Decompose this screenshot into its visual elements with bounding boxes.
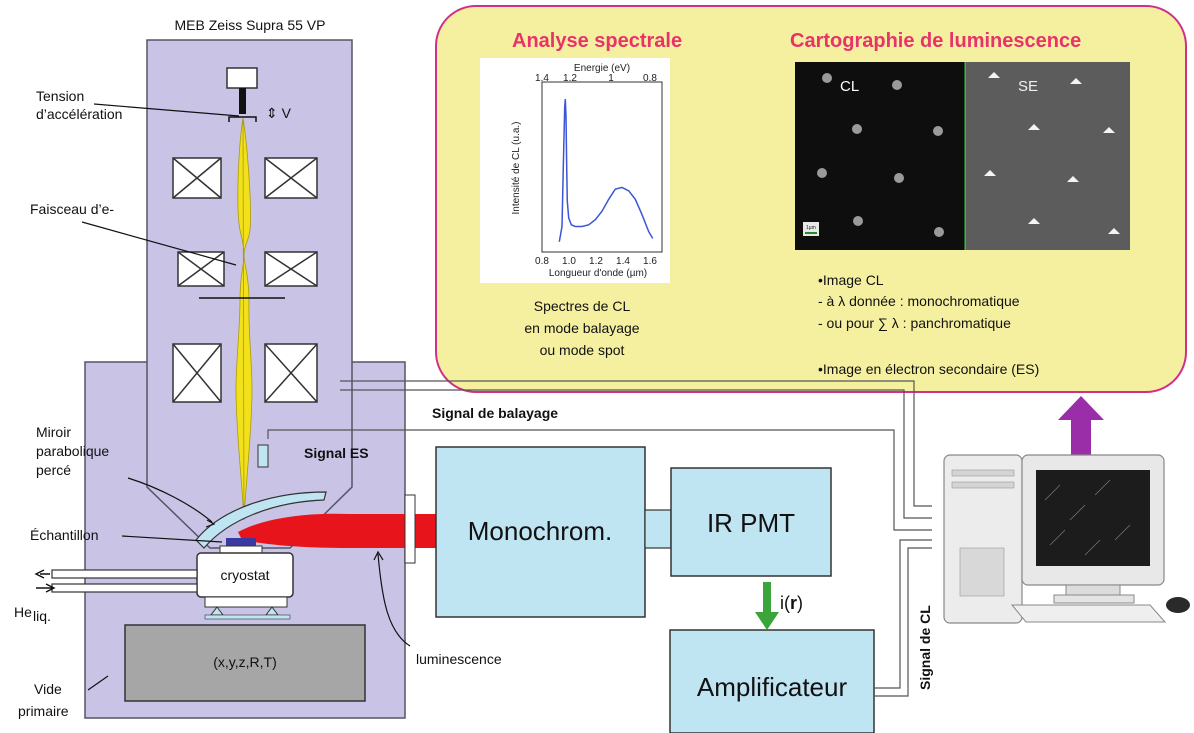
microscope-title: MEB Zeiss Supra 55 VP	[175, 17, 326, 33]
computer-icon	[943, 454, 1190, 624]
cl-map: CL 1µm	[795, 62, 965, 250]
top-tick: 1.4	[535, 73, 549, 84]
spectral-title: Analyse spectrale	[512, 30, 682, 52]
parabolic-mirror	[195, 491, 327, 549]
spectrum-series-line	[558, 98, 654, 242]
amplifier-box	[669, 629, 875, 733]
bottom-tick: 0.8	[535, 256, 549, 267]
signal-es-label: Signal ES	[304, 445, 369, 461]
se-map: SE	[966, 62, 1130, 250]
electron-column	[146, 39, 353, 549]
stage-box	[124, 624, 366, 702]
vide-label-1: Vide	[34, 681, 62, 697]
echantillon-label: Échantillon	[30, 527, 99, 543]
tension-label-1: Tension	[36, 88, 84, 104]
bottom-tick: 1.4	[616, 256, 630, 267]
signal-cl-label: Signal de CL	[917, 605, 933, 690]
mapping-title: Cartographie de luminescence	[790, 30, 1081, 52]
lens-coils	[172, 157, 318, 403]
plot-frame	[541, 81, 663, 253]
pmt-box	[670, 467, 832, 577]
miroir-label-2: parabolique	[36, 443, 109, 459]
cl-signal-lines	[874, 539, 932, 697]
electron-gun	[226, 67, 258, 89]
mapping-bullet-3: - ou pour ∑ λ : panchromatique	[818, 315, 1011, 331]
scan-signal-lines	[267, 380, 932, 531]
signal-balayage-label: Signal de balayage	[432, 405, 558, 421]
bottom-axis-label: Longueur d'onde (µm)	[549, 268, 647, 279]
mapping-bullet-4: •Image en électron secondaire (ES)	[818, 361, 1039, 377]
top-tick: 0.8	[643, 73, 657, 84]
helium-subscript: liq.	[33, 608, 51, 624]
cryostat-label: cryostat	[220, 567, 269, 583]
cl-tag: CL	[840, 78, 859, 95]
helium-label: He	[14, 604, 32, 620]
faisceau-label: Faisceau d’e-	[30, 201, 114, 217]
top-axis-label: Energie (eV)	[574, 63, 630, 74]
miroir-label-1: Miroir	[36, 424, 71, 440]
delta-v-label: ⇕ V	[266, 105, 292, 121]
mapping-bullet-1: •Image CL	[818, 272, 884, 288]
bottom-tick: 1.2	[589, 256, 603, 267]
top-tick: 1.2	[563, 73, 577, 84]
helium-lines	[51, 569, 198, 593]
pmt-label: IR PMT	[707, 508, 795, 538]
mapping-bullet-2: - à λ donnée : monochromatique	[818, 293, 1020, 309]
miroir-label-3: percé	[36, 462, 71, 478]
se-tag: SE	[1018, 78, 1038, 95]
monochromator-label: Monochrom.	[468, 516, 613, 546]
sample	[226, 538, 256, 546]
spectral-caption-1: Spectres de CL	[534, 298, 631, 314]
top-tick: 1	[608, 73, 614, 84]
spectrum-plot: Energie (eV) 1.4 1.2 1 0.8 0.8 1.0 1.2 1…	[480, 58, 670, 283]
luminescence-beam	[238, 513, 436, 548]
output-arrow	[1058, 396, 1104, 458]
monochromator-box	[435, 446, 646, 618]
bottom-tick: 1.0	[562, 256, 576, 267]
helium-out-arrow	[34, 569, 50, 579]
spectral-caption-2: en mode balayage	[524, 320, 639, 336]
tension-label-2: d’accélération	[36, 106, 122, 122]
current-label: i(r)	[780, 593, 803, 613]
se-detector	[257, 444, 269, 468]
vide-label-2: primaire	[18, 703, 69, 719]
stage-label: (x,y,z,R,T)	[213, 654, 277, 670]
spectral-caption-3: ou mode spot	[540, 342, 625, 358]
helium-in-arrow	[36, 583, 56, 593]
y-axis-label: Intensité de CL (u.a.)	[511, 121, 522, 214]
scale-bar-label: 1µm	[806, 225, 816, 231]
luminescence-label: luminescence	[416, 651, 502, 667]
amplifier-label: Amplificateur	[697, 672, 848, 702]
current-arrow	[755, 582, 779, 630]
electron-beam	[235, 117, 253, 521]
bottom-tick: 1.6	[643, 256, 657, 267]
